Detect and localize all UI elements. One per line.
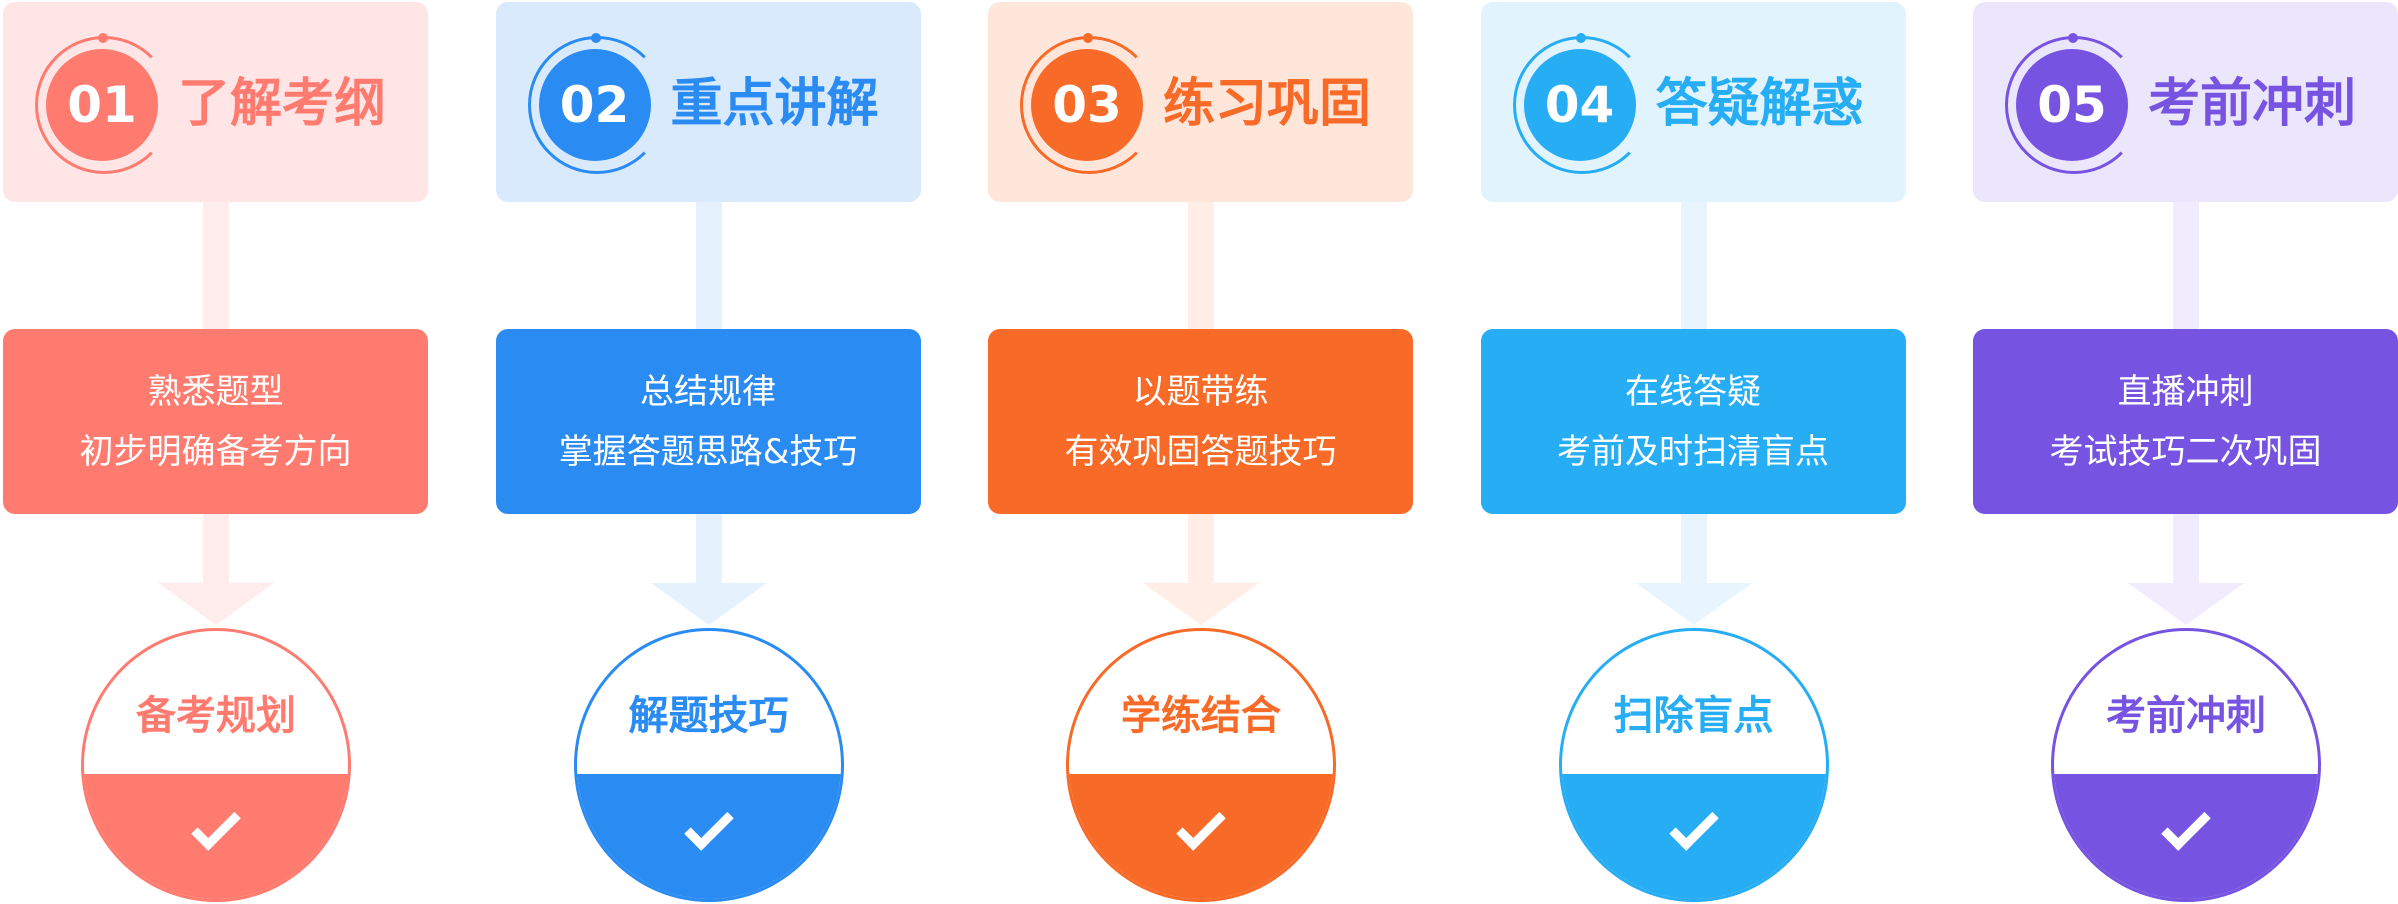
step-description: 熟悉题型 初步明确备考方向 [3, 329, 428, 514]
arrow-down-icon [158, 583, 274, 625]
step-header: 04 答疑解惑 [1480, 2, 1906, 202]
connector [2173, 202, 2199, 329]
goal-badge: 解题技巧 [573, 628, 844, 902]
goal-label: 扫除盲点 [1613, 693, 1774, 739]
step-number: 01 [46, 49, 158, 161]
checkmark-icon [1668, 801, 1719, 851]
arrow-down-icon [1635, 583, 1752, 625]
description-line-1: 熟悉题型 [147, 371, 284, 412]
goal-badge: 扫除盲点 [1558, 628, 1829, 902]
step-title: 了解考纲 [178, 74, 387, 134]
checkmark-icon [1176, 801, 1226, 851]
goal-label: 备考规划 [136, 693, 296, 739]
step-description: 直播冲刺 考试技巧二次巩固 [1973, 329, 2398, 514]
checkmark-icon [191, 801, 241, 851]
ring-decoration [35, 33, 173, 174]
ring-decoration [527, 33, 666, 174]
checkmark-icon [683, 801, 734, 851]
connector [2173, 514, 2199, 584]
description-line-2: 考试技巧二次巩固 [2049, 431, 2322, 472]
arrow-down-icon [650, 583, 767, 625]
connector [1188, 202, 1214, 329]
step-description: 总结规律 掌握答题思路&技巧 [495, 329, 921, 514]
step-description: 以题带练 有效巩固答题技巧 [988, 329, 1413, 514]
step-header: 03 练习巩固 [988, 2, 1413, 202]
step-header: 05 考前冲刺 [1973, 2, 2398, 202]
ring-decoration [2005, 33, 2143, 174]
goal-badge: 考前冲刺 [2051, 628, 2321, 902]
connector [1188, 514, 1214, 584]
step-column-01: 01 了解考纲 熟悉题型 初步明确备考方向 备考规划 [0, 0, 430, 904]
description-line-2: 初步明确备考方向 [79, 431, 352, 472]
description-line-2: 考前及时扫清盲点 [1557, 431, 1829, 472]
goal-label: 解题技巧 [628, 693, 789, 739]
description-line-1: 以题带练 [1132, 371, 1269, 412]
connector [203, 202, 229, 329]
step-title: 答疑解惑 [1655, 74, 1864, 134]
connector [203, 514, 229, 584]
step-column-05: 05 考前冲刺 直播冲刺 考试技巧二次巩固 考前冲刺 [1970, 0, 2398, 904]
description-line-1: 总结规律 [640, 371, 776, 412]
step-header: 02 重点讲解 [495, 2, 921, 202]
connector [695, 202, 722, 329]
step-number: 05 [2016, 49, 2128, 161]
goal-badge: 备考规划 [81, 628, 351, 902]
arrow-down-icon [1143, 583, 1259, 625]
step-number: 03 [1031, 49, 1143, 161]
step-title: 考前冲刺 [2148, 74, 2357, 134]
ring-decoration [1512, 33, 1651, 174]
connector [695, 514, 722, 584]
description-line-2: 掌握答题思路&技巧 [558, 431, 858, 472]
goal-badge: 学练结合 [1066, 628, 1336, 902]
description-line-2: 有效巩固答题技巧 [1064, 431, 1337, 472]
goal-label: 考前冲刺 [2106, 693, 2266, 739]
connector [1680, 514, 1707, 584]
step-number: 04 [1523, 49, 1636, 161]
ring-decoration [1020, 33, 1158, 174]
step-column-04: 04 答疑解惑 在线答疑 考前及时扫清盲点 扫除盲点 [1478, 0, 1908, 904]
description-line-1: 直播冲刺 [2117, 371, 2254, 412]
description-line-1: 在线答疑 [1625, 371, 1761, 412]
connector [1680, 202, 1707, 329]
step-header: 01 了解考纲 [3, 2, 428, 202]
step-column-03: 03 练习巩固 以题带练 有效巩固答题技巧 学练结合 [985, 0, 1415, 904]
step-number: 02 [538, 49, 651, 161]
arrow-down-icon [2128, 583, 2244, 625]
checkmark-icon [2161, 801, 2211, 851]
step-description: 在线答疑 考前及时扫清盲点 [1480, 329, 1906, 514]
step-title: 练习巩固 [1163, 74, 1372, 134]
step-title: 重点讲解 [670, 74, 879, 134]
step-column-02: 02 重点讲解 总结规律 掌握答题思路&技巧 解题技巧 [493, 0, 923, 904]
goal-label: 学练结合 [1121, 693, 1281, 739]
